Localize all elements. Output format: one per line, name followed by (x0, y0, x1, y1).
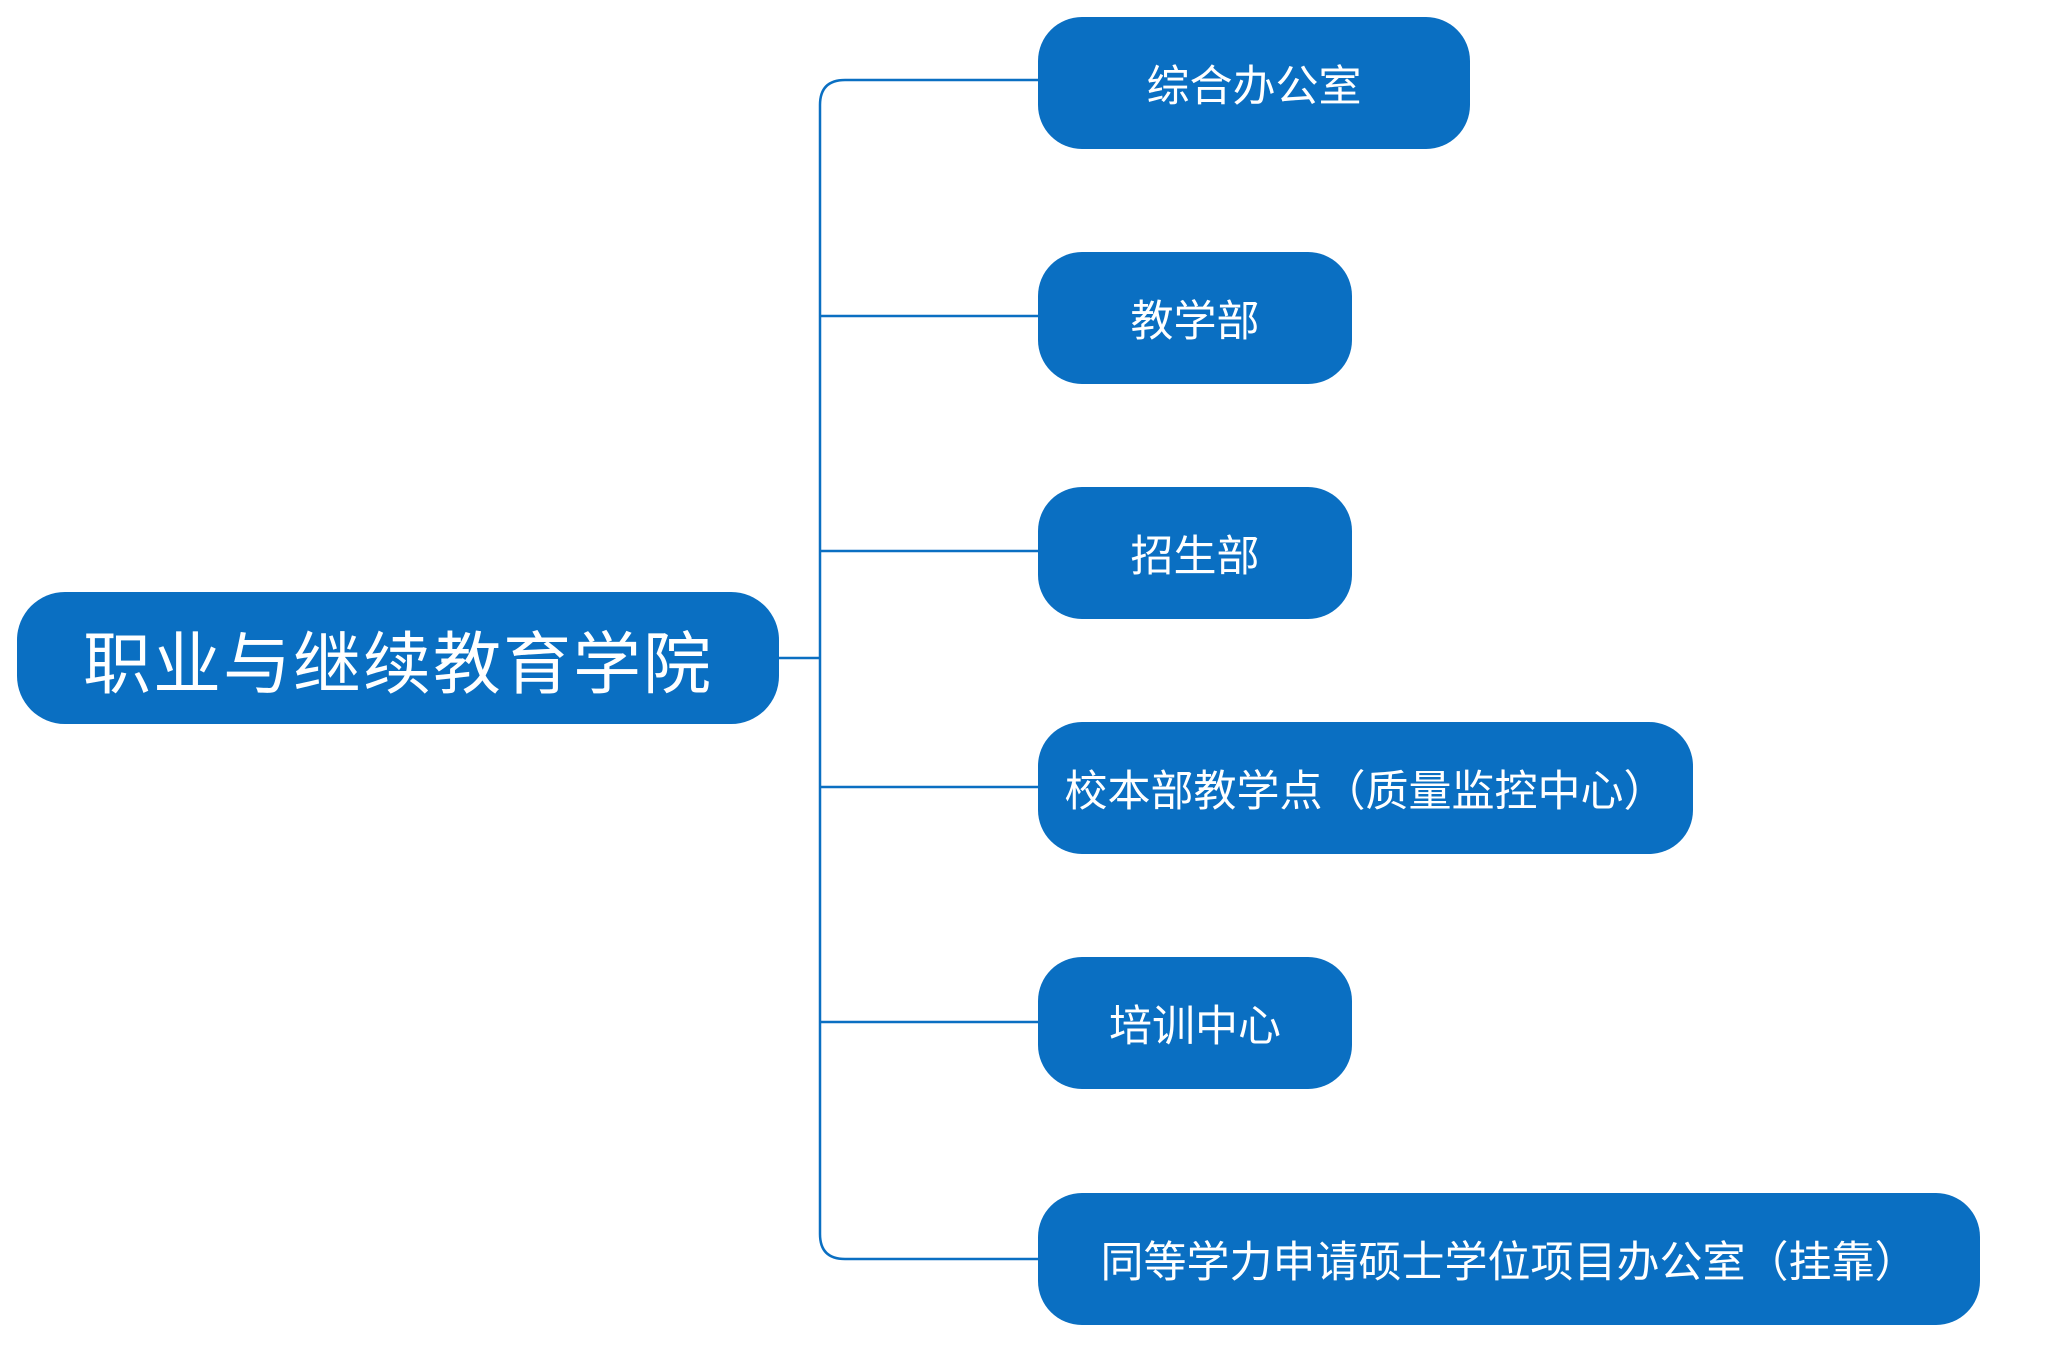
child-node-masters-degree-office: 同等学力申请硕士学位项目办公室（挂靠） (1038, 1193, 1980, 1325)
root-node: 职业与继续教育学院 (17, 592, 779, 724)
child-node-label: 同等学力申请硕士学位项目办公室（挂靠） (1100, 1238, 1918, 1288)
child-node-teaching-site: 校本部教学点（质量监控中心） (1038, 722, 1693, 854)
root-node-label: 职业与继续教育学院 (82, 625, 713, 705)
child-node-label: 综合办公室 (1146, 62, 1362, 112)
child-node-label: 培训中心 (1109, 1002, 1281, 1052)
child-node-label: 招生部 (1130, 532, 1260, 582)
child-node-label: 校本部教学点（质量监控中心） (1064, 767, 1667, 817)
child-node-teaching-dept: 教学部 (1038, 252, 1352, 384)
child-node-general-office: 综合办公室 (1038, 17, 1470, 149)
child-node-admissions-dept: 招生部 (1038, 487, 1352, 619)
child-node-training-center: 培训中心 (1038, 957, 1352, 1089)
child-node-label: 教学部 (1130, 297, 1260, 347)
trunk-line (818, 78, 1038, 1261)
